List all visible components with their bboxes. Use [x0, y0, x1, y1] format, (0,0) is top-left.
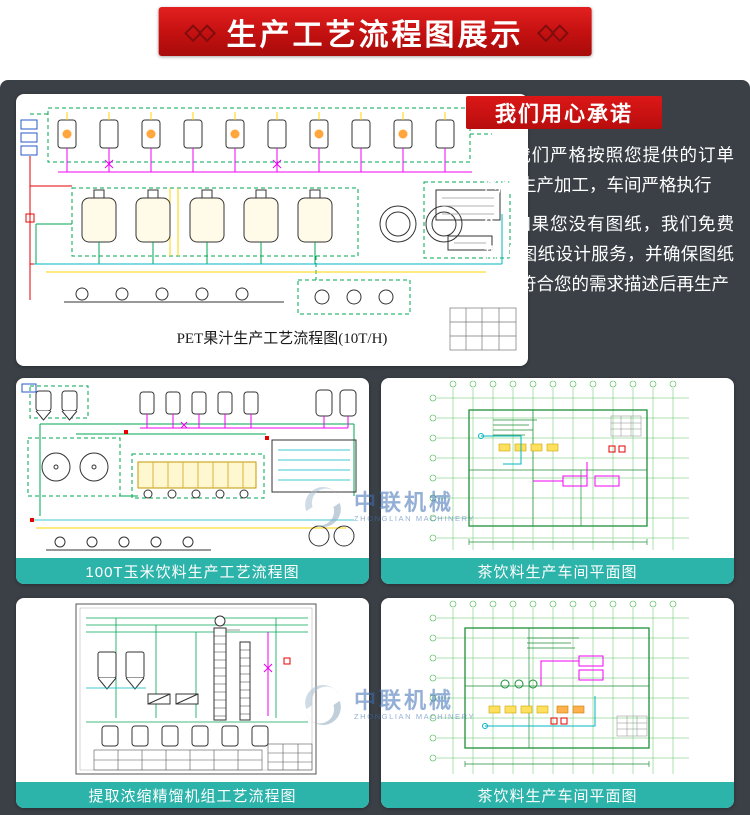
tea-plan-1-caption: 茶饮料生产车间平面图 — [477, 563, 638, 581]
promise-item-2: 2、如果您没有图纸，我们免费提供图纸设计服务，并确保图纸完全符合您的需求描述后再… — [484, 214, 734, 295]
diamond-decor-right-icon: ◇◇ — [537, 18, 569, 44]
tea-plan-2-drawing — [429, 600, 689, 774]
distill-caption-bar: 提取浓缩精馏机组工艺流程图 — [16, 782, 369, 808]
promise-item-1: 1、我们严格按照您提供的订单图纸生产加工，车间严格执行 — [484, 145, 734, 196]
distill-flowchart-drawing — [75, 603, 317, 775]
corn-caption: 100T玉米饮料生产工艺流程图 — [85, 563, 300, 581]
diamond-decor-left-icon: ◇◇ — [184, 18, 216, 44]
distill-caption: 提取浓缩精馏机组工艺流程图 — [88, 787, 297, 805]
panel-tea-plan-2: 茶饮料生产车间平面图 — [381, 598, 734, 808]
promise-section: 1、我们严格按照您提供的订单图纸生产加工，车间严格执行 2、如果您没有图纸，我们… — [484, 140, 734, 308]
promise-title-banner: 我们用心承诺 — [466, 96, 662, 129]
panel-tea-plan-1: 茶饮料生产车间平面图 — [381, 378, 734, 584]
corn-flowchart-drawing — [21, 383, 357, 551]
pet-flowchart-drawing — [20, 107, 517, 351]
content-area: PET果汁生产工艺流程图(10T/H) 我们用心承诺 1、我们严格按照您提供的订… — [0, 80, 750, 815]
panel-corn-flowchart: 100T玉米饮料生产工艺流程图 — [16, 378, 369, 584]
tea-plan-2-caption-bar: 茶饮料生产车间平面图 — [381, 782, 734, 808]
tea-plan-1-drawing — [429, 380, 689, 550]
panel-distill-flowchart: 提取浓缩精馏机组工艺流程图 — [16, 598, 369, 808]
promise-title: 我们用心承诺 — [495, 102, 633, 126]
pet-flowchart-caption: PET果汁生产工艺流程图(10T/H) — [176, 331, 388, 347]
corn-caption-bar: 100T玉米饮料生产工艺流程图 — [16, 558, 369, 584]
page-title: 生产工艺流程图展示 — [226, 18, 524, 52]
panel-pet-flowchart: PET果汁生产工艺流程图(10T/H) — [16, 94, 528, 366]
tea-plan-1-caption-bar: 茶饮料生产车间平面图 — [381, 558, 734, 584]
tea-plan-2-caption: 茶饮料生产车间平面图 — [477, 787, 638, 805]
page-title-banner: ◇◇ 生产工艺流程图展示 ◇◇ — [158, 7, 592, 56]
